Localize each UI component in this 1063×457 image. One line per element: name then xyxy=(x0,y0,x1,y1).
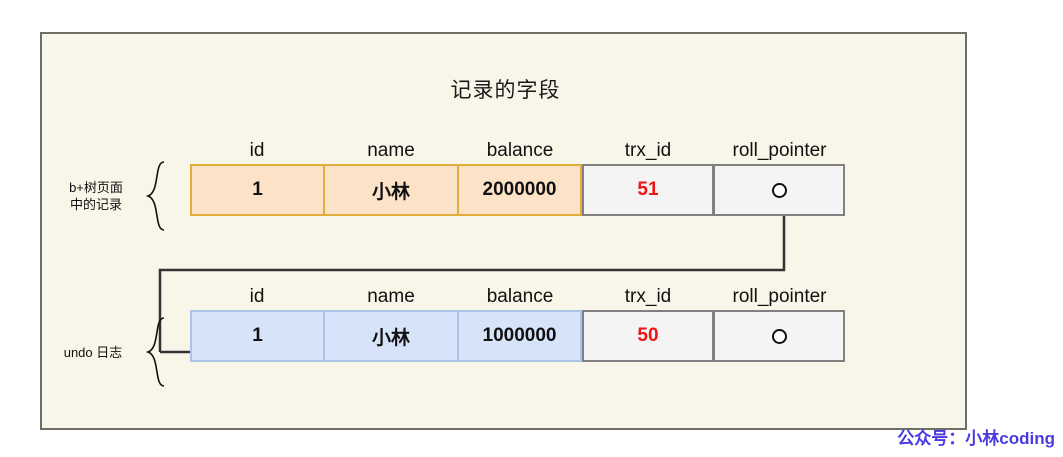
column-header-trx-id: trx_id xyxy=(624,286,672,307)
label-line-1: b+树页面 xyxy=(69,180,123,195)
label-line-2: 中的记录 xyxy=(69,197,122,212)
table-header-row: id name balance trx_id roll_pointer xyxy=(190,284,845,310)
cell-id: 1 xyxy=(190,310,324,362)
column-header-id: id xyxy=(249,286,265,307)
label-line-1: undo 日志 xyxy=(63,345,123,360)
cell-balance: 2000000 xyxy=(458,164,582,216)
column-header-trx-id: trx_id xyxy=(624,140,672,161)
watermark: 公众号：小林coding xyxy=(897,429,1055,448)
cell-name: 小林 xyxy=(324,164,458,216)
table-undo-log-record: id name balance trx_id roll_pointer 1 小林… xyxy=(190,284,845,362)
table-btree-page-record: id name balance trx_id roll_pointer 1 小林… xyxy=(190,138,845,216)
cell-trx-id: 50 xyxy=(582,310,714,362)
label-btree-page-record: b+树页面 中的记录 xyxy=(50,179,142,213)
pointer-circle-icon xyxy=(771,182,787,198)
brace-undo-log-record xyxy=(146,317,165,387)
column-header-balance: balance xyxy=(486,140,554,161)
column-header-balance: balance xyxy=(486,286,554,307)
column-header-id: id xyxy=(249,140,265,161)
column-header-roll-pointer: roll_pointer xyxy=(732,140,827,161)
table-row: 1 小林 1000000 50 xyxy=(190,310,845,362)
cell-id: 1 xyxy=(190,164,324,216)
diagram-frame: 记录的字段 id name balance trx_id roll_pointe… xyxy=(40,32,967,430)
cell-trx-id: 51 xyxy=(582,164,714,216)
cell-roll-pointer xyxy=(714,164,845,216)
column-header-name: name xyxy=(367,140,415,161)
trx-id-value: 50 xyxy=(637,325,659,346)
pointer-circle-icon xyxy=(771,328,787,344)
column-header-roll-pointer: roll_pointer xyxy=(732,286,827,307)
cell-roll-pointer xyxy=(714,310,845,362)
page-title: 记录的字段 xyxy=(450,79,561,102)
cell-name: 小林 xyxy=(324,310,458,362)
table-row: 1 小林 2000000 51 xyxy=(190,164,845,216)
cell-balance: 1000000 xyxy=(458,310,582,362)
label-undo-log-record: undo 日志 xyxy=(44,344,142,361)
brace-btree-page-record xyxy=(146,161,165,231)
table-header-row: id name balance trx_id roll_pointer xyxy=(190,138,845,164)
column-header-name: name xyxy=(367,286,415,307)
trx-id-value: 51 xyxy=(637,179,659,200)
